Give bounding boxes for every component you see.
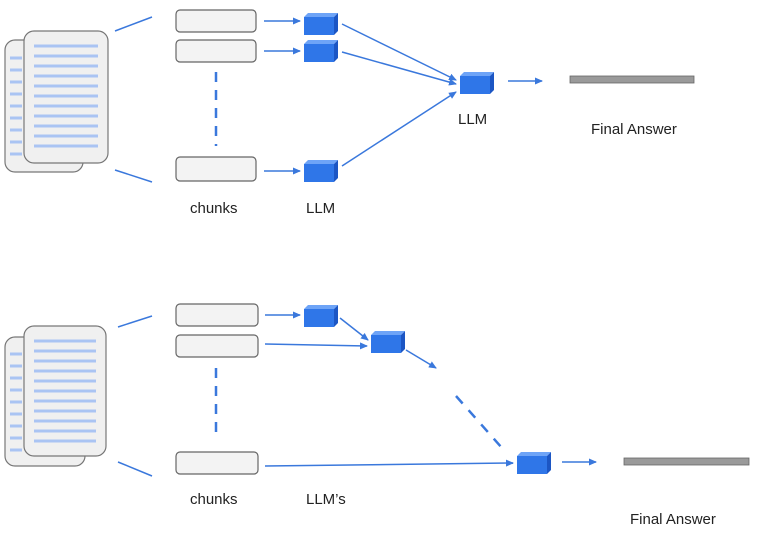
chunk-box bbox=[175, 39, 257, 63]
chunk-to-llm-arrow bbox=[264, 459, 514, 467]
llm-chain-ellipsis-dashes bbox=[455, 395, 503, 449]
llm-to-aggregator-arrow bbox=[341, 23, 457, 81]
llm-cube-icon bbox=[304, 160, 338, 182]
chunks-label: chunks bbox=[190, 491, 238, 508]
split-line-bottom bbox=[117, 461, 153, 477]
chunk-box bbox=[175, 451, 259, 475]
llm-cube-icon bbox=[304, 13, 338, 35]
chunk-box bbox=[175, 334, 259, 358]
split-line-top bbox=[117, 315, 153, 328]
llm-to-aggregator-arrow bbox=[341, 91, 457, 167]
final-llm-cube-icon bbox=[517, 452, 551, 474]
llm-to-aggregator-arrow bbox=[341, 51, 457, 86]
bottom-diagram: chunks LLM’s Final Answer bbox=[4, 303, 750, 528]
llm-cube-icon bbox=[304, 40, 338, 62]
chunk-to-llm-arrow bbox=[264, 342, 368, 350]
split-line-top bbox=[114, 16, 153, 32]
llm-chain-arrow bbox=[339, 317, 369, 341]
final-answer-label: Final Answer bbox=[630, 511, 716, 528]
chunks-label: chunks bbox=[190, 200, 238, 217]
top-diagram: chunks LLM LLM Final Answer bbox=[4, 9, 695, 217]
chunk-box bbox=[175, 303, 259, 327]
final-answer-label: Final Answer bbox=[591, 121, 677, 138]
document-stack-icon bbox=[4, 30, 109, 173]
final-answer-bar bbox=[569, 75, 695, 84]
aggregator-llm-cube-icon bbox=[460, 72, 494, 94]
chunk-box bbox=[175, 9, 257, 33]
chunk-box bbox=[175, 156, 257, 182]
llm-chain-arrow bbox=[405, 349, 437, 369]
llms-label: LLM’s bbox=[306, 491, 346, 508]
llm-cube-icon bbox=[304, 305, 338, 327]
aggregator-llm-label: LLM bbox=[458, 111, 487, 128]
document-stack-icon bbox=[4, 325, 107, 467]
llm-row-label: LLM bbox=[306, 200, 335, 217]
llm-cube-icon bbox=[371, 331, 405, 353]
final-answer-bar bbox=[623, 457, 750, 466]
split-line-bottom bbox=[114, 169, 153, 183]
